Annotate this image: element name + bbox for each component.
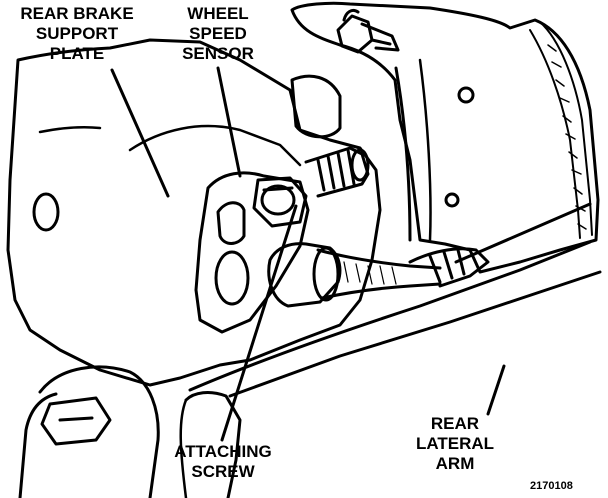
- leader-line-attaching-screw: [220, 204, 298, 442]
- plate-raised-slot: [290, 74, 342, 139]
- label-line: PLATE: [49, 44, 105, 63]
- knuckle-hole-2: [444, 192, 460, 208]
- support-plate-inner-edge: [128, 124, 302, 167]
- lower-hub-bolt: [18, 365, 160, 498]
- rear-lateral-arm-lower: [228, 270, 602, 398]
- label-line: WHEEL: [187, 4, 249, 23]
- figure-number: 2170108: [530, 480, 573, 492]
- cable-texture: [343, 261, 397, 285]
- drum-edge-band: [539, 21, 593, 236]
- label-line: REAR: [430, 414, 480, 433]
- label-wheel-speed-sensor: WHEEL SPEED SENSOR: [168, 4, 268, 64]
- attaching-screw-head: [252, 176, 308, 228]
- sensor-bracket: [194, 171, 310, 334]
- sensor-cable: [267, 242, 490, 308]
- leader-line-rear-lateral-arm: [486, 364, 506, 416]
- label-line: SUPPORT: [35, 24, 119, 43]
- label-line: ATTACHING: [174, 442, 272, 461]
- knuckle-flange-line-2: [418, 58, 432, 242]
- brake-support-plate: [6, 38, 382, 387]
- label-rear-brake-support-plate: REAR BRAKE SUPPORT PLATE: [2, 4, 152, 64]
- support-plate-hole: [32, 192, 60, 232]
- lower-center-curve: [179, 398, 188, 498]
- sensor-bracket-boss: [214, 250, 250, 306]
- threaded-stud: [304, 146, 370, 198]
- knuckle-hole-1: [457, 86, 475, 104]
- label-line: SENSOR: [182, 44, 254, 63]
- sensor-bracket-slot: [216, 201, 246, 245]
- label-line: LATERAL: [415, 434, 495, 453]
- label-line: ARM: [435, 454, 475, 473]
- drum-edge-band-inner: [529, 29, 581, 239]
- leader-line-wheel-speed-sensor: [216, 66, 242, 178]
- knuckle-casting: [290, 1, 600, 274]
- hub-bolt-top: [336, 8, 400, 54]
- support-plate-edge: [38, 125, 102, 134]
- label-line: REAR BRAKE: [20, 4, 134, 23]
- label-line: SPEED: [189, 24, 247, 43]
- label-rear-lateral-arm: REAR LATERAL ARM: [400, 414, 510, 474]
- lower-center-casting: [184, 391, 242, 498]
- label-attaching-screw: ATTACHING SCREW: [158, 442, 288, 482]
- label-line: SCREW: [191, 462, 255, 481]
- leader-line-support-plate: [110, 68, 170, 198]
- knuckle-flange-line: [394, 66, 412, 242]
- rear-lateral-arm-edge: [454, 202, 592, 264]
- rear-lateral-arm: [188, 240, 592, 392]
